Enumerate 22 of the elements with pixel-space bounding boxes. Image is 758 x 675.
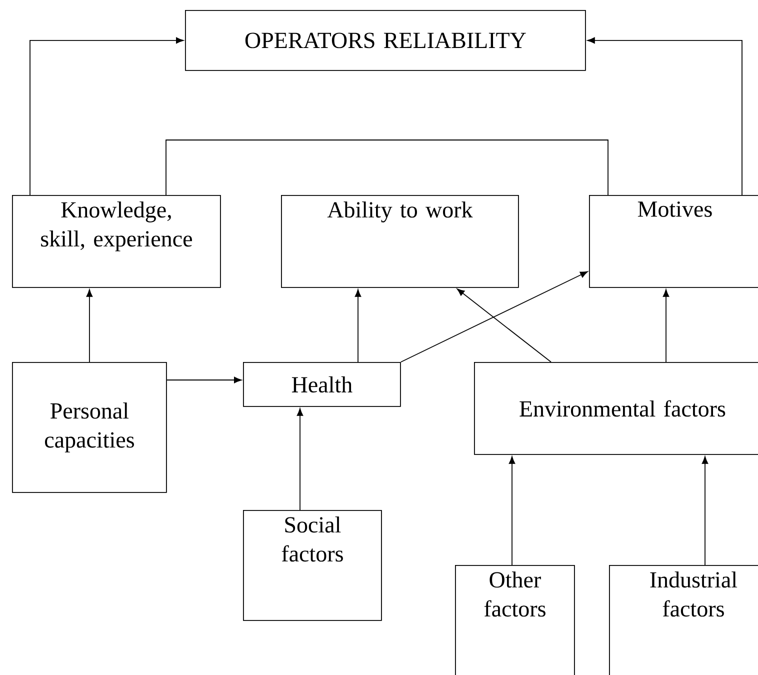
arrow: [662, 289, 670, 362]
connector-line: [166, 140, 608, 196]
process-box: OPERATORS RELIABILITY: [185, 10, 586, 71]
process-box: Environmental factors: [474, 362, 758, 455]
arrow: [702, 456, 708, 566]
process-box: Personal capacities: [12, 362, 167, 493]
arrow: [86, 289, 93, 362]
process-box: Ability to work: [281, 195, 519, 288]
process-box: Knowledge, skill, experience: [12, 195, 221, 288]
arrow: [508, 456, 516, 566]
arrow: [296, 408, 304, 510]
arrow: [456, 288, 552, 362]
process-box: Other factors: [455, 565, 575, 675]
arrow: [166, 376, 242, 384]
arrow: [30, 37, 184, 196]
arrow: [354, 289, 362, 362]
process-box: Health: [243, 362, 401, 407]
process-box: Motives: [589, 195, 758, 288]
process-box: Industrial factors: [609, 565, 758, 675]
process-box: Social factors: [243, 510, 382, 621]
arrow: [587, 37, 742, 196]
arrow: [400, 271, 588, 362]
